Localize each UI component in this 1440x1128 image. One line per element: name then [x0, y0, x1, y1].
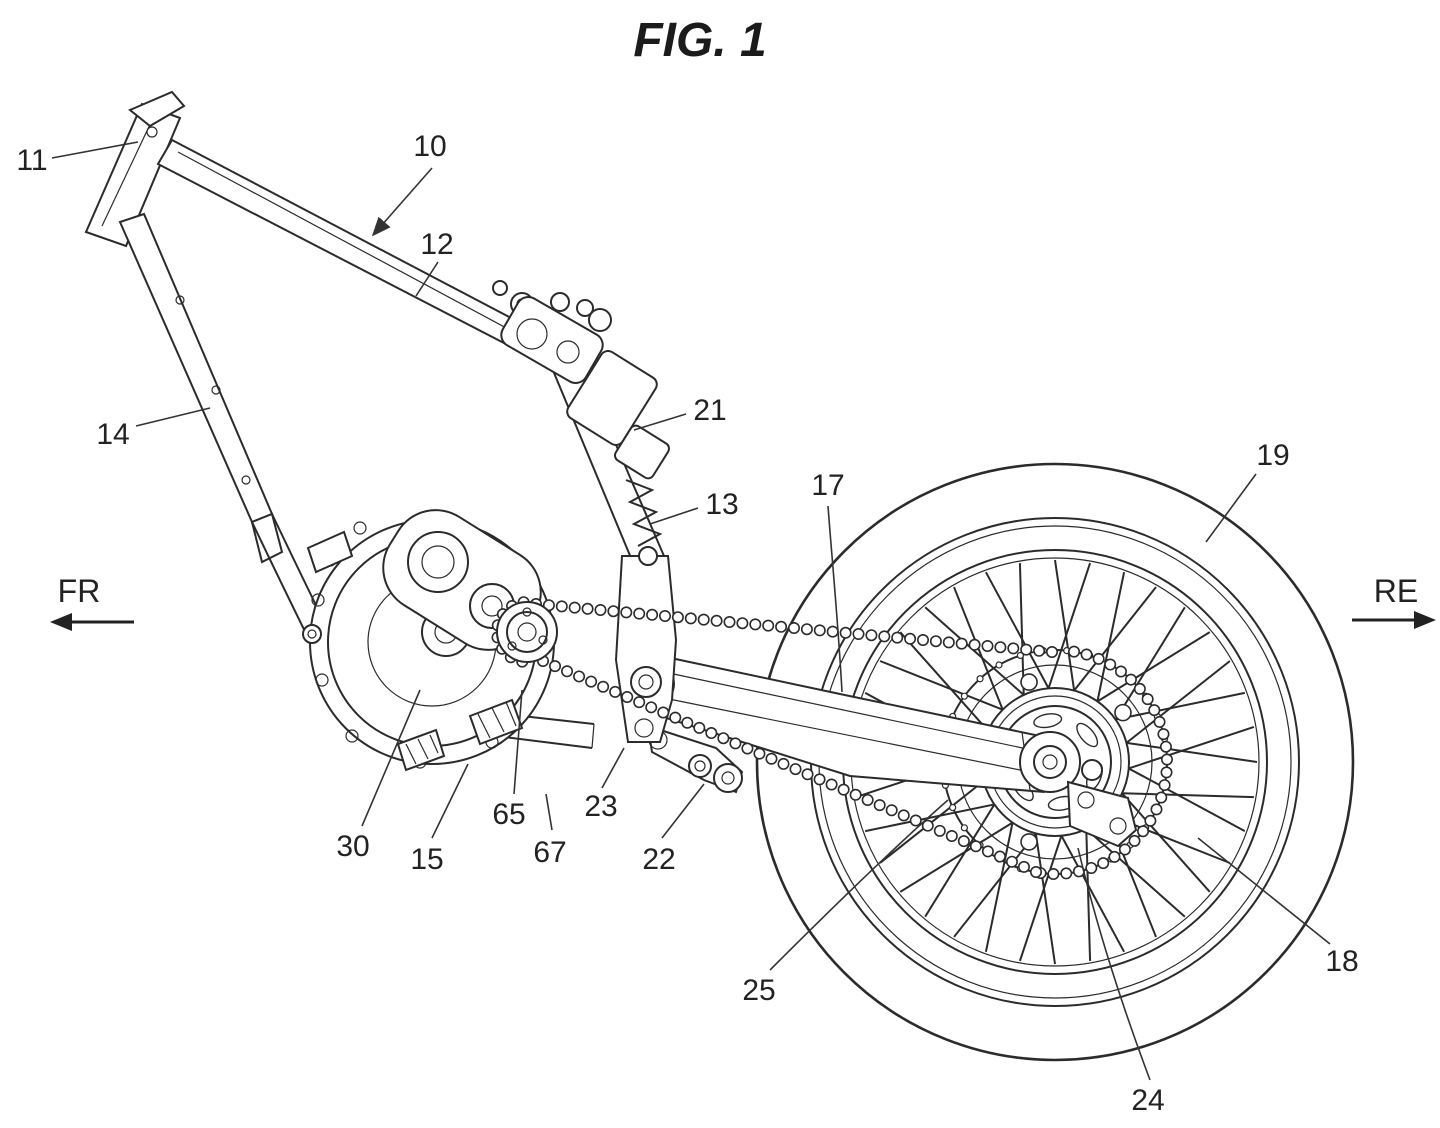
ref-label-10: 10: [413, 130, 446, 163]
rear-axle: [1019, 731, 1103, 793]
ref-label-17: 17: [811, 469, 844, 502]
suspension-linkage: [646, 724, 744, 794]
leader-lines: [51, 141, 1331, 1081]
front-sprocket: [496, 601, 558, 663]
ref-label-19: 19: [1256, 439, 1289, 472]
ref-label-22: 22: [642, 843, 675, 876]
rear-direction-label: RE: [1374, 573, 1418, 609]
valve-cover: [500, 296, 604, 384]
arrow-10: [371, 167, 433, 237]
ref-label-24: 24: [1131, 1084, 1164, 1117]
ref-label-12: 12: [420, 228, 453, 261]
figure-title: FIG. 1: [633, 14, 766, 67]
front-direction-label: FR: [58, 573, 101, 609]
fr-arrow-head: [50, 613, 72, 631]
ref-label-67: 67: [533, 836, 566, 869]
brake-bracket: [1066, 780, 1138, 848]
coil-spring: [625, 479, 663, 547]
ref-label-13: 13: [705, 488, 738, 521]
ref-label-65: 65: [492, 798, 525, 831]
ref-label-14: 14: [96, 418, 129, 451]
throttle-body: [566, 349, 658, 447]
ref-label-25: 25: [742, 974, 775, 1007]
ref-label-23: 23: [584, 790, 617, 823]
re-arrow-head: [1414, 611, 1436, 629]
engine-mount-hatched: [396, 698, 524, 772]
down-strut: [118, 212, 274, 524]
wheel-spokes: [852, 559, 1258, 965]
direction-arrows: [50, 611, 1436, 631]
frame: [84, 90, 678, 749]
ref-label-18: 18: [1325, 945, 1358, 978]
intake-and-suspension-parts: [500, 292, 670, 566]
drive-chain: [491, 596, 1173, 880]
ref-label-30: 30: [336, 830, 369, 863]
ref-label-11: 11: [16, 144, 47, 177]
ref-label-15: 15: [410, 843, 443, 876]
ref-label-21: 21: [693, 394, 726, 427]
